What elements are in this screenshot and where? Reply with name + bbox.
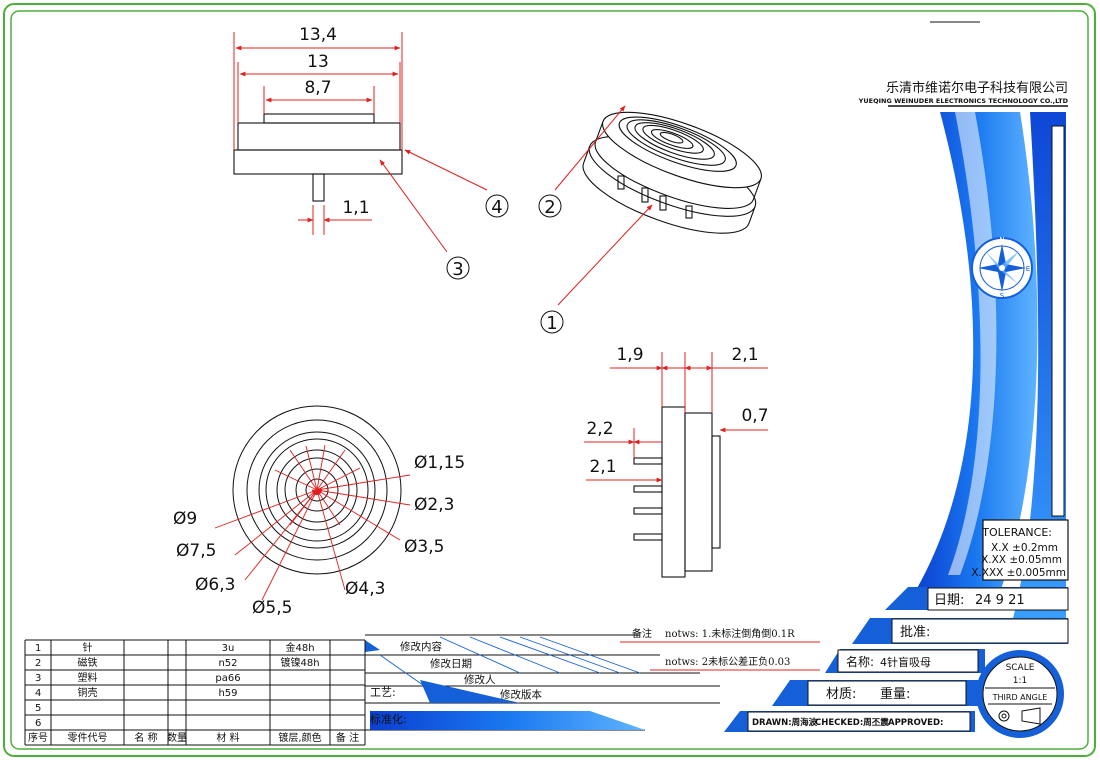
dim-13: 13	[307, 52, 329, 72]
dim-13-4: 13,4	[299, 25, 337, 45]
balloon-2: 2	[538, 194, 562, 218]
side-view-dimensions	[233, 32, 403, 235]
dim-dia-1-15: Ø1,15	[414, 453, 465, 473]
balloon-3: 3	[446, 256, 470, 280]
parts-cell-code: 磁铁	[78, 656, 98, 669]
front-view-part	[232, 405, 402, 575]
parts-cell-material: 3u	[222, 643, 235, 654]
parts-cell-no: 2	[35, 658, 41, 669]
dim-2-1-top: 2,1	[731, 345, 758, 365]
svg-text:1: 1	[546, 313, 557, 334]
dim-dia-5-5: Ø5,5	[252, 598, 292, 618]
note-1: notws: 1.未标注倒角倒0.1R	[665, 627, 795, 640]
dim-dia-7-5: Ø7,5	[176, 541, 216, 561]
dim-dia-2-3: Ø2,3	[414, 495, 454, 515]
parts-cell-code: 针	[83, 641, 93, 654]
tolerance-box	[982, 519, 1069, 581]
approved-by: APPROVED:	[888, 718, 943, 728]
scale-value: 1:1	[1013, 676, 1027, 686]
date-value: 24 9 21	[975, 593, 1025, 608]
dim-dia-9: Ø9	[173, 509, 197, 529]
sheet-border-outer	[3, 3, 1096, 757]
dim-dia-3-5: Ø3,5	[404, 537, 444, 557]
dim-dia-4-3: Ø4,3	[345, 579, 385, 599]
profile-view-part	[633, 406, 721, 578]
svg-text:3: 3	[452, 259, 463, 280]
parts-table: 1 针 3u 金48h 2 磁铁 n52 镀镍48h 3 塑料 pa66 4 铜壳 h59 5 6 序号 零件代号…	[24, 639, 366, 746]
standard-label: 标准化:	[370, 712, 407, 726]
parts-header-finish: 镀层,颜色	[278, 731, 321, 744]
parts-cell-no: 3	[35, 673, 41, 684]
front-view-leaders	[214, 444, 411, 601]
parts-header-qty: 数量	[167, 731, 187, 744]
parts-cell-no: 4	[35, 688, 41, 699]
compass-o: O	[974, 265, 980, 273]
company-name-en: YUEQING WEINUDER ELECTRONICS TECHNOLOGY …	[858, 97, 1069, 105]
weight-label: 重量:	[880, 686, 910, 702]
compass-n: N	[999, 236, 1004, 244]
tolerance-title: TOLERANCE:	[981, 526, 1052, 539]
parts-header-no: 序号	[28, 731, 48, 744]
craft-label: 工艺:	[370, 686, 396, 699]
third-angle-label: THIRD ANGLE	[992, 693, 1048, 702]
parts-cell-code: 铜壳	[78, 686, 98, 699]
dim-2-2: 2,2	[586, 419, 613, 439]
parts-header-code: 零件代号	[68, 732, 108, 744]
parts-cell-code: 塑料	[78, 671, 98, 684]
approve-label: 批准:	[900, 625, 930, 640]
parts-cell-no: 1	[35, 643, 41, 654]
parts-cell-finish: 镀镍48h	[280, 656, 319, 669]
revision-block	[365, 634, 720, 731]
drawn-by: DRAWN:周海波	[752, 717, 818, 728]
third-angle-projection-icon	[998, 707, 1041, 725]
name-value: 4针盲吸母	[880, 655, 931, 669]
note-2: notws: 2未标公差正负0.03	[665, 655, 790, 668]
tolerance-row-3: X.XXX ±0.005mm	[971, 567, 1066, 579]
parts-cell-material: pa66	[215, 673, 240, 684]
svg-text:4: 4	[491, 197, 502, 218]
dim-2-1-pin: 2,1	[589, 457, 616, 477]
compass-s: S	[1000, 292, 1005, 300]
parts-header-material: 材 料	[216, 731, 239, 744]
dim-dia-6-3: Ø6,3	[195, 575, 235, 595]
compass-e: E	[1026, 265, 1030, 273]
svg-text:2: 2	[544, 197, 555, 218]
parts-header-remark: 备 注	[336, 731, 359, 744]
parts-header-name: 名 称	[134, 731, 157, 744]
revision-version: 修改版本	[500, 688, 542, 701]
name-label: 名称:	[846, 654, 874, 669]
sheet-border-inner	[10, 10, 1089, 750]
balloon-1: 1	[540, 310, 564, 334]
company-name-cn: 乐清市维诺尔电子科技有限公司	[886, 80, 1068, 96]
parts-cell-no: 5	[35, 703, 41, 714]
parts-cell-finish: 金48h	[285, 641, 314, 654]
scale-badge	[976, 650, 1064, 738]
dim-8-7: 8,7	[304, 78, 331, 98]
balloon-4: 4	[485, 194, 509, 218]
parts-cell-material: n52	[218, 658, 237, 669]
revision-date: 修改日期	[430, 657, 472, 670]
scale-label: SCALE	[1006, 663, 1035, 673]
parts-cell-material: h59	[218, 688, 237, 699]
isometric-view-part	[582, 111, 762, 234]
profile-view-dimensions	[584, 352, 768, 483]
dim-1-9: 1,9	[616, 345, 643, 365]
revision-content: 修改内容	[400, 640, 442, 653]
dim-1-1: 1,1	[342, 198, 369, 218]
date-label: 日期:	[934, 593, 964, 608]
tolerance-row-2: X.XX ±0.05mm	[981, 554, 1062, 566]
side-view-part	[233, 113, 403, 202]
checked-by: CHECKED:周丕震	[815, 717, 889, 728]
dim-0-7: 0,7	[741, 406, 768, 426]
tolerance-row-1: X.X ±0.2mm	[991, 542, 1058, 554]
material-label: 材质:	[826, 687, 856, 702]
decorative-blue-panel: N S O E	[915, 112, 1066, 630]
compass-icon	[971, 237, 1033, 299]
revision-person: 修改人	[464, 673, 496, 686]
parts-cell-no: 6	[35, 718, 41, 729]
notes-label: 备注	[632, 627, 652, 640]
